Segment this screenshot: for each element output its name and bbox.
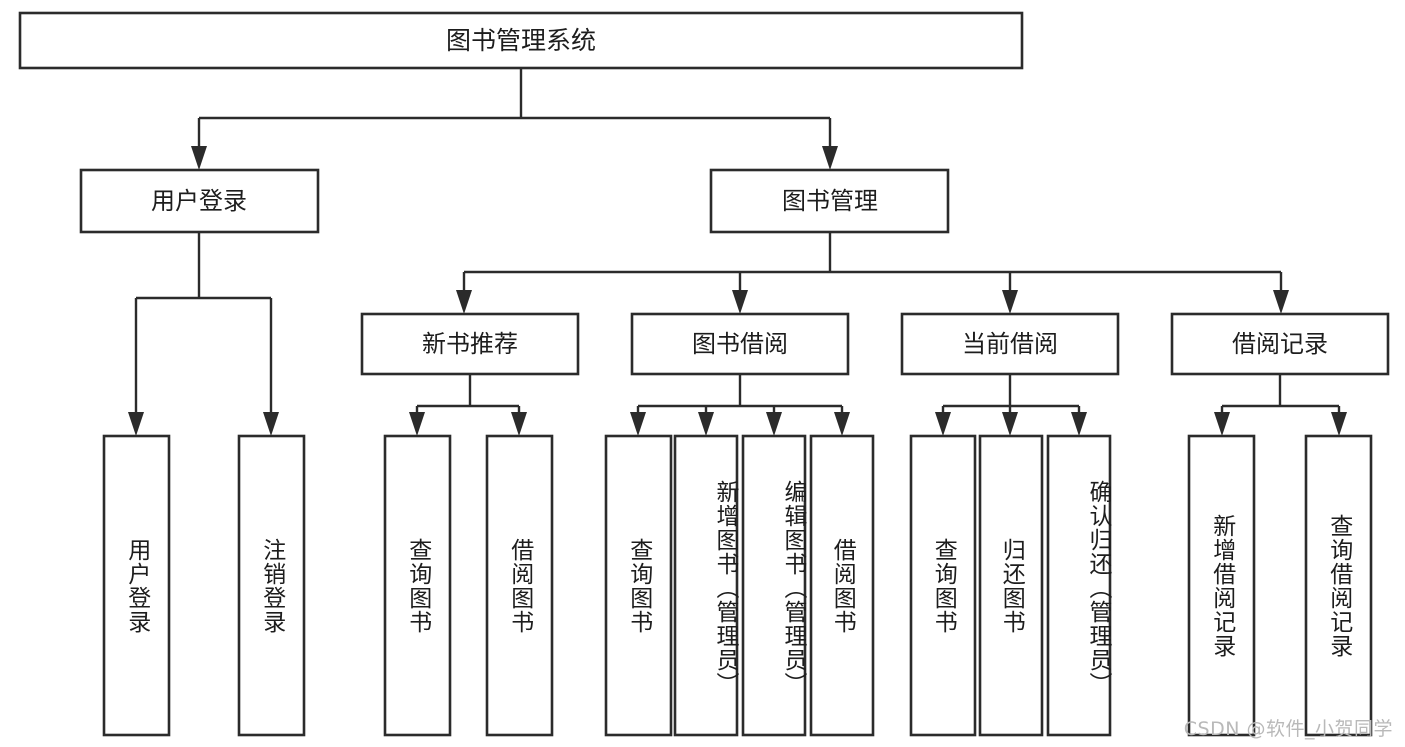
node-root[interactable]: 图书管理系统 xyxy=(18,11,1024,70)
leaf-rect-query-book-3[interactable] xyxy=(909,434,977,737)
node-book-borrow-label: 图书借阅 xyxy=(692,330,788,358)
leaf-rect-return-book[interactable] xyxy=(978,434,1044,737)
arrow-borrow-leaf3 xyxy=(766,412,782,436)
node-book-management[interactable]: 图书管理 xyxy=(709,168,950,234)
node-borrow-record-rect[interactable] xyxy=(1170,312,1390,376)
leaf-rect-query-book-2[interactable] xyxy=(604,434,673,737)
node-new-book-recommend-rect[interactable] xyxy=(360,312,580,376)
arrow-borrow-leaf1 xyxy=(630,412,646,436)
arrow-root-to-login xyxy=(191,146,207,170)
arrow-current-leaf2 xyxy=(1002,412,1018,436)
leaf-rect-query-book-1[interactable] xyxy=(383,434,452,737)
node-new-book-recommend-label: 新书推荐 xyxy=(422,330,518,358)
arrow-login-leaf1 xyxy=(128,412,144,436)
node-current-borrow-rect[interactable] xyxy=(900,312,1120,376)
leaf-rect-edit-book-admin[interactable] xyxy=(741,434,807,737)
node-root-rect[interactable] xyxy=(18,11,1024,70)
leaf-rect-add-book-admin[interactable] xyxy=(673,434,739,737)
node-current-borrow[interactable]: 当前借阅 xyxy=(900,312,1120,376)
node-book-borrow-rect[interactable] xyxy=(630,312,850,376)
arrow-record-leaf1 xyxy=(1214,412,1230,436)
arrow-bookmgmt-newbook xyxy=(456,290,472,314)
connector-group-login xyxy=(128,232,279,436)
connector-group-bookmgmt xyxy=(456,232,1289,314)
arrow-bookmgmt-record xyxy=(1273,290,1289,314)
arrow-newbook-leaf2 xyxy=(511,412,527,436)
node-borrow-record-label: 借阅记录 xyxy=(1232,330,1328,358)
arrow-root-to-bookmgmt xyxy=(822,146,838,170)
arrow-bookmgmt-borrow xyxy=(732,290,748,314)
connector-group-borrow xyxy=(630,374,850,436)
node-borrow-record[interactable]: 借阅记录 xyxy=(1170,312,1390,376)
leaf-rect-user-login[interactable] xyxy=(102,434,171,737)
node-book-management-label: 图书管理 xyxy=(782,187,878,215)
node-user-login-label: 用户登录 xyxy=(151,187,247,215)
node-book-management-rect[interactable] xyxy=(709,168,950,234)
arrow-login-leaf2 xyxy=(263,412,279,436)
node-root-label: 图书管理系统 xyxy=(446,26,596,55)
arrow-bookmgmt-current xyxy=(1002,290,1018,314)
csdn-watermark: CSDN @软件_小贺同学 xyxy=(1183,718,1393,740)
node-user-login[interactable]: 用户登录 xyxy=(79,168,320,234)
leaf-rect-logout[interactable] xyxy=(237,434,306,737)
node-current-borrow-label: 当前借阅 xyxy=(962,330,1058,358)
node-new-book-recommend[interactable]: 新书推荐 xyxy=(360,312,580,376)
connector-group-current xyxy=(935,374,1087,436)
connector-group-record xyxy=(1214,374,1347,436)
leaf-rect-query-borrow-record[interactable] xyxy=(1304,434,1373,737)
leaf-rect-confirm-return-admin[interactable] xyxy=(1046,434,1112,737)
arrow-current-leaf3 xyxy=(1071,412,1087,436)
leaf-rect-add-borrow-record[interactable] xyxy=(1187,434,1256,737)
node-user-login-rect[interactable] xyxy=(79,168,320,234)
arrow-current-leaf1 xyxy=(935,412,951,436)
arrow-borrow-leaf4 xyxy=(834,412,850,436)
leaf-rect-borrow-book-1[interactable] xyxy=(485,434,554,737)
arrow-record-leaf2 xyxy=(1331,412,1347,436)
leaf-node-group xyxy=(102,434,1373,737)
arrow-borrow-leaf2 xyxy=(698,412,714,436)
leaf-rect-borrow-book-2[interactable] xyxy=(809,434,875,737)
connector-group-root xyxy=(191,68,838,170)
node-book-borrow[interactable]: 图书借阅 xyxy=(630,312,850,376)
connector-group-newbook xyxy=(409,374,527,436)
arrow-newbook-leaf1 xyxy=(409,412,425,436)
